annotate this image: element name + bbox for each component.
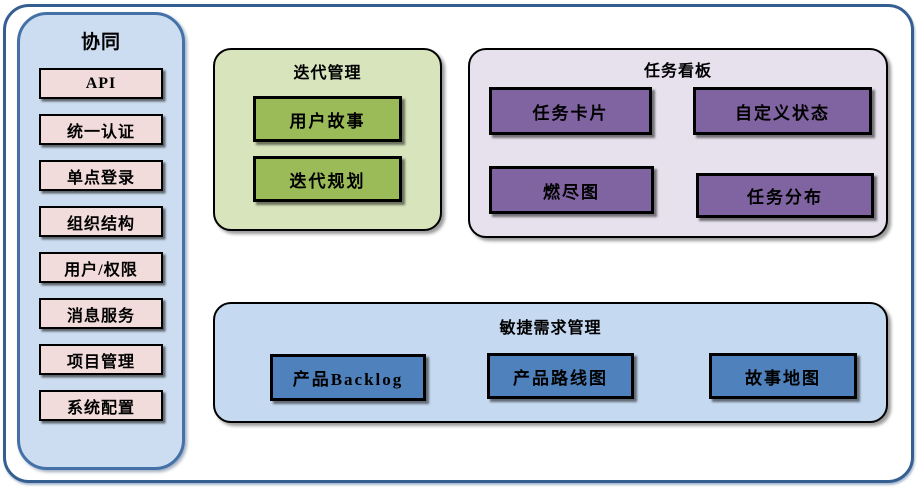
agile-requirements-panel: 敏捷需求管理 产品Backlog 产品路线图 故事地图: [213, 302, 888, 423]
sidebar-item-api: API: [39, 68, 163, 99]
task-kanban-panel: 任务看板 任务卡片 自定义状态 燃尽图 任务分布: [468, 48, 888, 238]
task-distribution-box: 任务分布: [696, 173, 874, 218]
sidebar-item-unified-auth: 统一认证: [39, 114, 163, 145]
sidebar-item-system-config: 系统配置: [39, 390, 163, 421]
iteration-button-list: 用户故事 迭代规划: [215, 96, 440, 202]
product-roadmap-box: 产品路线图: [487, 353, 634, 399]
sidebar-item-org-structure: 组织结构: [39, 206, 163, 237]
product-backlog-box: 产品Backlog: [270, 354, 426, 401]
iteration-panel-title: 迭代管理: [293, 65, 362, 82]
sidebar-item-list: API 统一认证 单点登录 组织结构 用户/权限 消息服务 项目管理 系统配置: [20, 68, 182, 421]
sidebar-item-sso: 单点登录: [39, 160, 163, 191]
requirements-panel-title: 敏捷需求管理: [499, 320, 602, 337]
task-card-box: 任务卡片: [489, 87, 652, 135]
custom-state-box: 自定义状态: [693, 87, 872, 135]
sidebar-item-user-permission: 用户/权限: [39, 252, 163, 283]
burndown-chart-box: 燃尽图: [489, 166, 654, 214]
sidebar-item-message-service: 消息服务: [39, 298, 163, 329]
collaboration-sidebar: 协同 API 统一认证 单点登录 组织结构 用户/权限 消息服务 项目管理 系统…: [17, 12, 185, 470]
iteration-management-panel: 迭代管理 用户故事 迭代规划: [213, 48, 442, 231]
sidebar-title: 协同: [80, 32, 121, 53]
kanban-panel-title: 任务看板: [643, 63, 712, 80]
story-map-box: 故事地图: [709, 353, 857, 399]
iteration-planning-box: 迭代规划: [253, 156, 402, 202]
user-story-box: 用户故事: [253, 96, 402, 142]
sidebar-item-project-management: 项目管理: [39, 344, 163, 375]
